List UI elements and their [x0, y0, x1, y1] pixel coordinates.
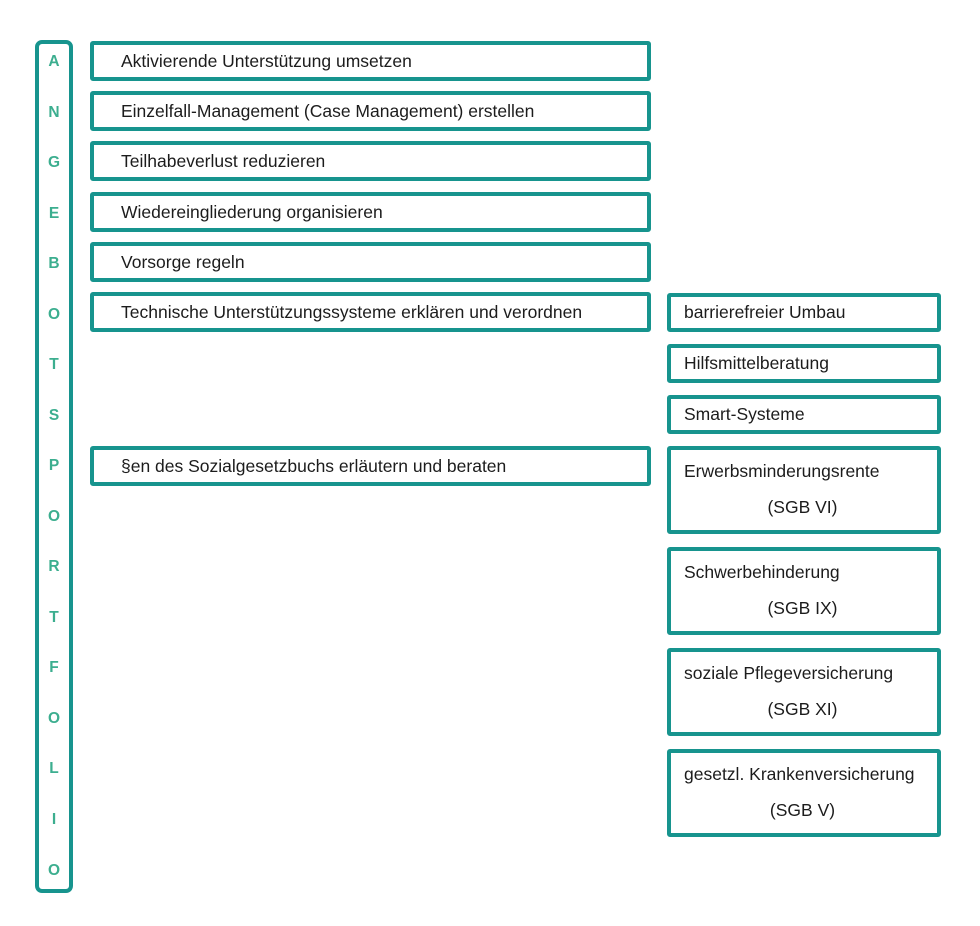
detail-box-erwerbsminderungsrente: Erwerbsminderungsrente (SGB VI) — [667, 446, 941, 534]
detail-box-sublabel: (SGB IX) — [767, 598, 838, 618]
sidebar-letter: T — [49, 608, 59, 626]
service-box-label: Teilhabeverlust reduzieren — [121, 150, 326, 171]
service-box-label: Vorsorge regeln — [121, 251, 245, 272]
sidebar-letter: I — [51, 810, 57, 828]
detail-box-sublabel: (SGB V) — [769, 800, 836, 820]
sidebar-letter: N — [48, 103, 60, 121]
service-box-label: Aktivierende Unterstützung umsetzen — [121, 50, 412, 71]
sidebar-letter: P — [48, 457, 60, 475]
service-box-sozialgesetzbuch: §en des Sozialgesetzbuchs erläutern und … — [90, 446, 651, 486]
detail-box-label: gesetzl. Krankenversicherung — [684, 764, 915, 784]
service-box-teilhabeverlust: Teilhabeverlust reduzieren — [90, 141, 651, 181]
service-box-aktivierende-unterstuetzung: Aktivierende Unterstützung umsetzen — [90, 41, 651, 81]
detail-box-sublabel: (SGB XI) — [767, 699, 838, 719]
service-box-vorsorge: Vorsorge regeln — [90, 242, 651, 282]
sidebar-letter: R — [48, 558, 60, 576]
service-box-technische-unterstuetzungssysteme: Technische Unterstützungssysteme erkläre… — [90, 292, 651, 332]
sidebar-letter: O — [47, 861, 61, 879]
sidebar-letter: T — [49, 356, 59, 374]
sidebar-letter: S — [48, 406, 60, 424]
service-box-label: §en des Sozialgesetzbuchs erläutern und … — [121, 455, 507, 476]
detail-box-krankenversicherung: gesetzl. Krankenversicherung (SGB V) — [667, 749, 941, 837]
detail-box-hilfsmittelberatung: Hilfsmittelberatung — [667, 344, 941, 383]
service-box-wiedereingliederung: Wiedereingliederung organisieren — [90, 192, 651, 232]
service-box-label: Einzelfall-Management (Case Management) … — [121, 100, 535, 121]
detail-box-label: barrierefreier Umbau — [684, 302, 846, 322]
sidebar-letter: A — [48, 53, 60, 70]
sidebar-letter: O — [47, 507, 61, 525]
detail-box-label: Smart-Systeme — [684, 404, 805, 424]
service-box-einzelfall-management: Einzelfall-Management (Case Management) … — [90, 91, 651, 131]
sidebar-letter: O — [47, 305, 61, 323]
detail-box-sublabel: (SGB VI) — [767, 497, 838, 517]
sidebar-letter: B — [48, 255, 60, 273]
sidebar-angebotsportfolio: A N G E B O T S P O R T F O L I O — [35, 40, 73, 893]
detail-box-label: Erwerbsminderungsrente — [684, 461, 880, 481]
detail-box-schwerbehinderung: Schwerbehinderung (SGB IX) — [667, 547, 941, 635]
detail-box-label: Hilfsmittelberatung — [684, 353, 829, 373]
detail-box-label: soziale Pflegeversicherung — [684, 663, 894, 683]
detail-box-smart-systeme: Smart-Systeme — [667, 395, 941, 434]
detail-box-barrierefreier-umbau: barrierefreier Umbau — [667, 293, 941, 332]
sidebar-letter: G — [47, 154, 61, 172]
sidebar-letter: L — [49, 760, 59, 778]
sidebar-letter: E — [48, 204, 60, 222]
service-box-label: Wiedereingliederung organisieren — [121, 201, 383, 222]
detail-box-pflegeversicherung: soziale Pflegeversicherung (SGB XI) — [667, 648, 941, 736]
service-box-label: Technische Unterstützungssysteme erkläre… — [121, 301, 583, 322]
detail-box-label: Schwerbehinderung — [684, 562, 840, 582]
sidebar-letter: F — [49, 659, 59, 677]
sidebar-letter: O — [47, 709, 61, 727]
